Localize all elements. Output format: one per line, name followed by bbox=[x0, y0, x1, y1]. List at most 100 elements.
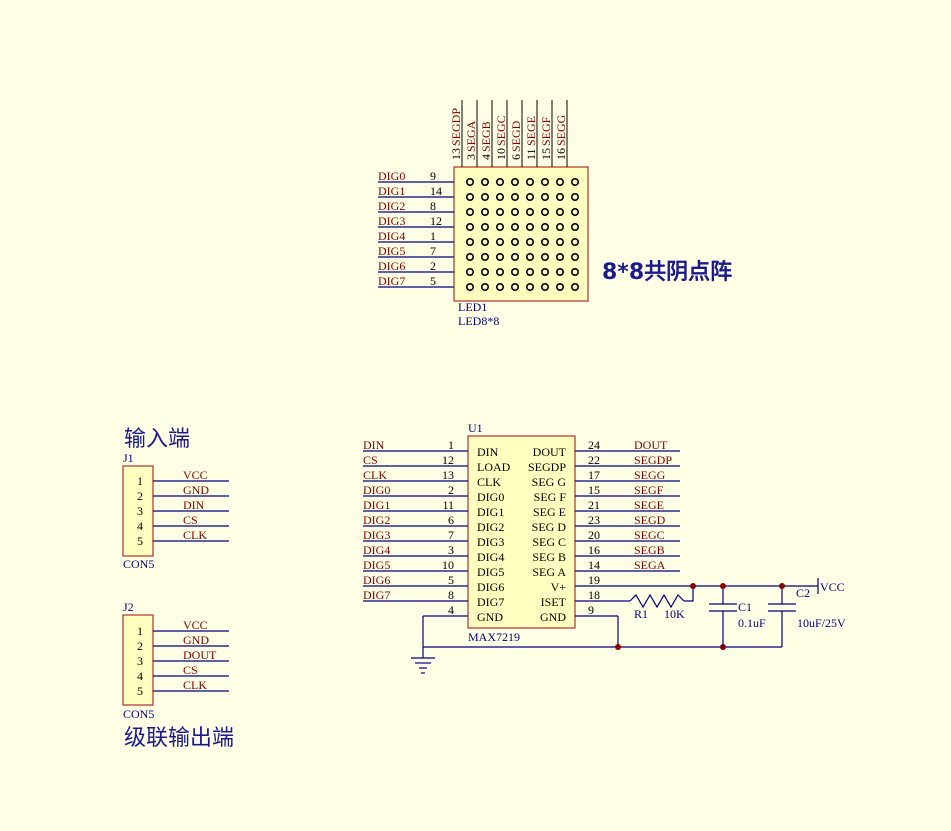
led-top-pin-num: 16 bbox=[554, 148, 568, 160]
j1-pin-num: 1 bbox=[137, 474, 143, 488]
j1-pin-num: 2 bbox=[137, 489, 143, 503]
led-dot bbox=[465, 282, 474, 291]
led-dot bbox=[555, 193, 564, 202]
u1-left-pin-name: DIG4 bbox=[477, 550, 504, 564]
c2-refdes: C2 bbox=[796, 586, 810, 600]
j1-title: 输入端 bbox=[124, 427, 190, 452]
u1-right-pin-num: 23 bbox=[588, 513, 600, 527]
led-dot bbox=[555, 238, 564, 247]
u1-right-pin-net: SEGDP bbox=[634, 453, 672, 467]
led-dot bbox=[540, 282, 549, 291]
u1-right-pin-name: V+ bbox=[551, 580, 567, 594]
u1-left-pin-num: 6 bbox=[448, 513, 454, 527]
power-net: R1 10K C1 0.1uF C2 10uF/25V VCC bbox=[603, 578, 846, 647]
led-dot bbox=[510, 282, 519, 291]
led-value: LED8*8 bbox=[458, 314, 499, 328]
j1-pin-net: DIN bbox=[183, 498, 205, 512]
led-dot bbox=[465, 193, 474, 202]
led-dot bbox=[540, 193, 549, 202]
c2-value: 10uF/25V bbox=[797, 616, 846, 630]
u1-right-pin-num: 18 bbox=[588, 588, 600, 602]
led-dot bbox=[525, 178, 534, 187]
junction bbox=[779, 583, 785, 589]
u1-right-pin-name: SEGDP bbox=[528, 460, 566, 474]
led-top-pin-net: SEGB bbox=[479, 121, 493, 152]
u1-right-pin-num: 15 bbox=[588, 483, 600, 497]
u1-left-pin-net: DIG2 bbox=[363, 513, 390, 527]
led-left-pin-num: 12 bbox=[430, 214, 442, 228]
u1-left-pin-name: DIG0 bbox=[477, 490, 504, 504]
led-dot bbox=[495, 208, 504, 217]
led-dot bbox=[480, 178, 489, 187]
led-dot-grid bbox=[465, 178, 579, 291]
led-dot bbox=[495, 282, 504, 291]
led-dot bbox=[510, 238, 519, 247]
led-top-pin-net: SEGDP bbox=[449, 108, 463, 146]
led-dot bbox=[480, 238, 489, 247]
led-top-pin-num: 4 bbox=[479, 154, 493, 160]
led-left-pin-net: DIG6 bbox=[378, 259, 405, 273]
u1-right-pin-num: 16 bbox=[588, 543, 600, 557]
u1-left-pin-num: 11 bbox=[442, 498, 454, 512]
j2-pin-num: 1 bbox=[137, 624, 143, 638]
led-left-pin-num: 1 bbox=[430, 229, 436, 243]
led-dot bbox=[510, 267, 519, 276]
led-dot bbox=[540, 223, 549, 232]
led-dot bbox=[525, 253, 534, 262]
led-dot bbox=[540, 208, 549, 217]
led-dot bbox=[555, 178, 564, 187]
junction bbox=[690, 583, 696, 589]
u1-left-pin-name: CLK bbox=[477, 475, 501, 489]
led-left-pin-net: DIG0 bbox=[378, 169, 405, 183]
c1-value: 0.1uF bbox=[738, 616, 766, 630]
u1-right-pin-name: GND bbox=[540, 610, 566, 624]
u1-left-pin-name: DIG6 bbox=[477, 580, 504, 594]
j2-pin-net: CLK bbox=[183, 678, 207, 692]
led-dot bbox=[570, 193, 579, 202]
led-dot bbox=[555, 223, 564, 232]
led-left-pin-net: DIG7 bbox=[378, 274, 405, 288]
led-dot bbox=[570, 267, 579, 276]
j1-pin-num: 3 bbox=[137, 504, 143, 518]
j1-body bbox=[122, 465, 154, 557]
led-dot bbox=[555, 282, 564, 291]
u1-right-pin-name: SEG C bbox=[532, 535, 566, 549]
led-dot bbox=[570, 208, 579, 217]
led-matrix-body bbox=[453, 166, 589, 302]
u1-left-pin-net: DIG3 bbox=[363, 528, 390, 542]
led-dot bbox=[480, 282, 489, 291]
led-dot bbox=[465, 208, 474, 217]
led-dot bbox=[510, 253, 519, 262]
u1-left-pin-num: 8 bbox=[448, 588, 454, 602]
u1-right-pin-net: SEGF bbox=[634, 483, 664, 497]
u1-right-pin-name: SEG E bbox=[533, 505, 566, 519]
led-left-pin-net: DIG2 bbox=[378, 199, 405, 213]
led-dot bbox=[480, 208, 489, 217]
j2-body bbox=[122, 614, 154, 706]
j1-pin-net: CLK bbox=[183, 528, 207, 542]
u1-right-pin-net: DOUT bbox=[634, 438, 668, 452]
led-dot bbox=[495, 238, 504, 247]
led-matrix: 13SEGDP3SEGA4SEGB10SEGC6SEGD11SEGE15SEGF… bbox=[378, 100, 732, 328]
led-left-pin-num: 14 bbox=[430, 184, 442, 198]
r1-value: 10K bbox=[664, 607, 685, 621]
led-dot bbox=[525, 223, 534, 232]
u1-left-pin-net: CLK bbox=[363, 468, 387, 482]
j2-refdes: J2 bbox=[123, 600, 134, 614]
j1-pin-num: 4 bbox=[137, 519, 143, 533]
led-dot bbox=[480, 223, 489, 232]
led-dot bbox=[525, 193, 534, 202]
led-top-pin-num: 6 bbox=[509, 154, 523, 160]
led-left-pin-net: DIG4 bbox=[378, 229, 405, 243]
led-left-pin-num: 2 bbox=[430, 259, 436, 273]
led-dot bbox=[570, 238, 579, 247]
led-top-pin-net: SEGE bbox=[524, 116, 538, 146]
u1-right-pin-name: SEG G bbox=[532, 475, 567, 489]
r1-refdes: R1 bbox=[634, 607, 648, 621]
led-dot bbox=[570, 223, 579, 232]
u1-left-pin-num: 10 bbox=[442, 558, 454, 572]
